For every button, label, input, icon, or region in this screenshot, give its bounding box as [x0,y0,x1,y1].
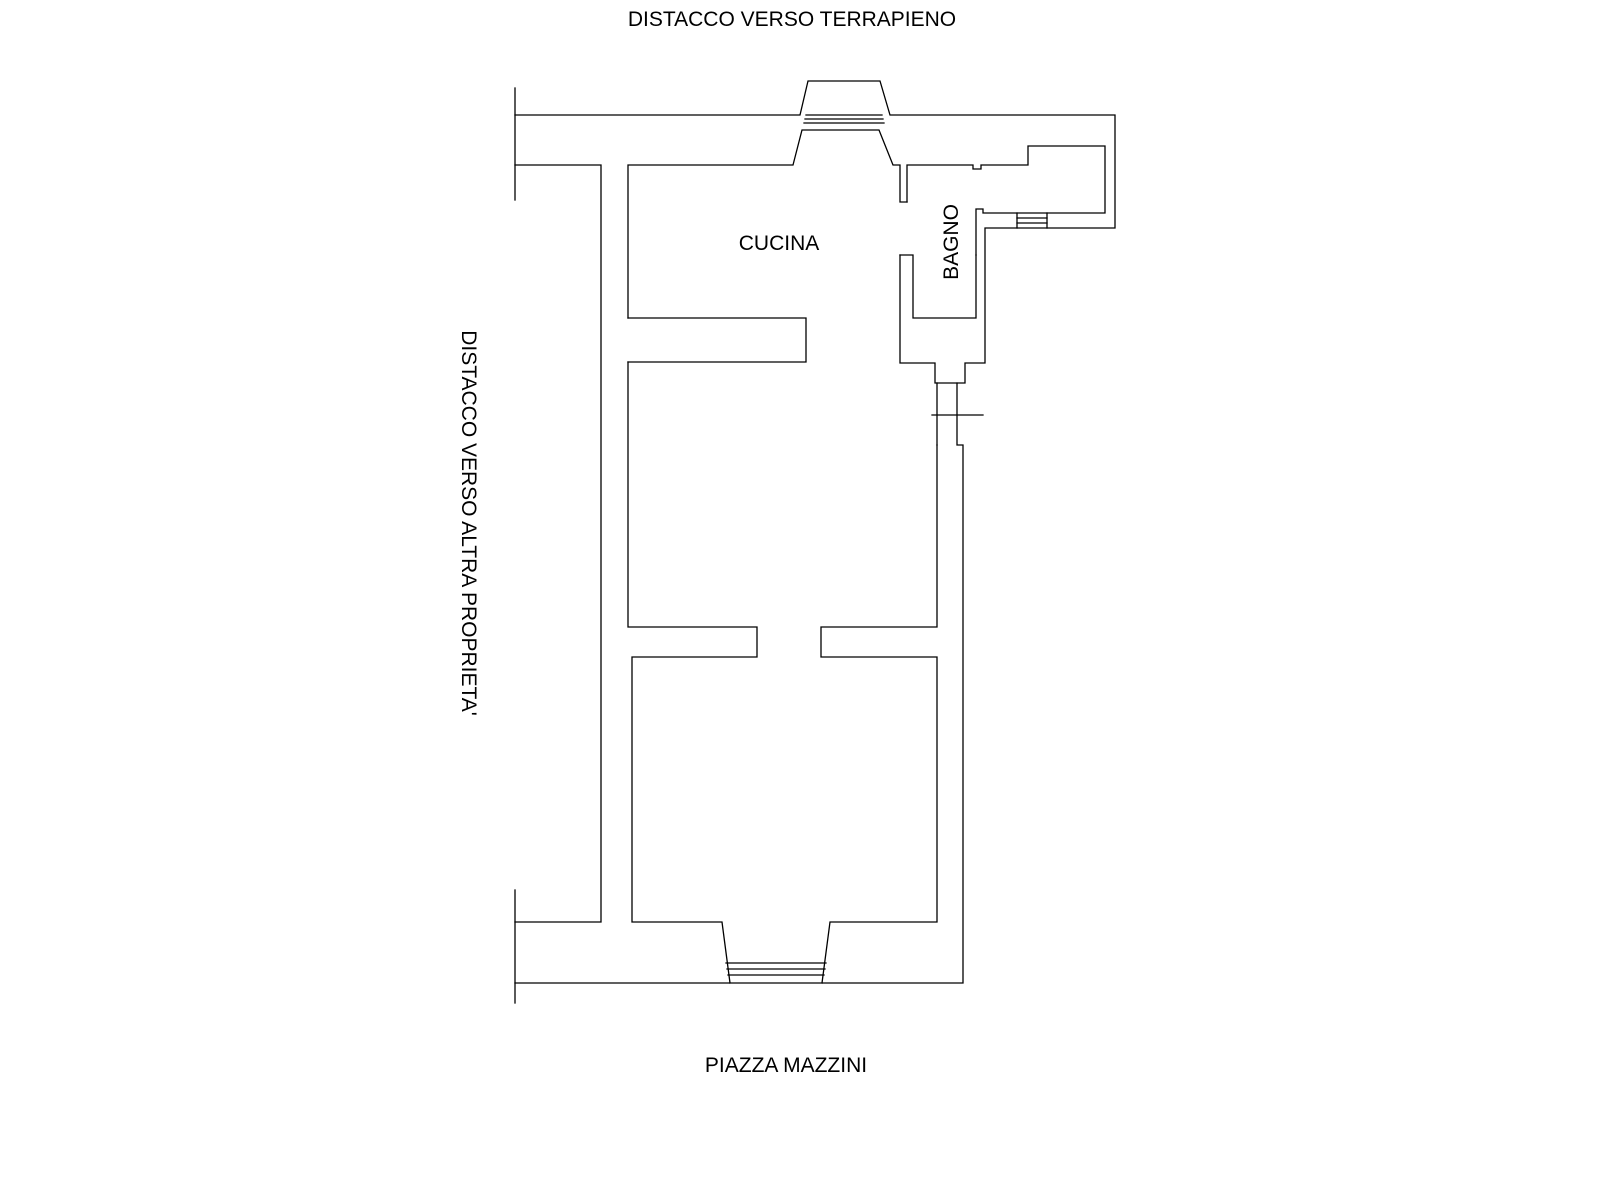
bathroom-lower [899,254,958,384]
label-bathroom: BAGNO [940,204,963,280]
middle-room-left [627,361,758,984]
bathroom-walls [899,145,1106,384]
kitchen-outline [627,129,908,319]
middle-room-walls [627,361,984,984]
label-bottom: PIAZZA MAZZINI [705,1054,867,1077]
outer-walls [514,80,1116,1004]
label-left: DISTACCO VERSO ALTRA PROPRIETA' [457,330,480,716]
kitchen-walls [627,129,908,363]
middle-room-right [820,444,938,984]
label-kitchen: CUCINA [739,232,820,255]
left-wall-inner [514,164,602,923]
top-window-icon [803,114,885,124]
bathroom-top [906,145,1106,256]
bathroom-right [899,254,977,319]
kitchen-partition [627,317,807,363]
top-wall-outer [514,80,1116,984]
bottom-window-icon [725,962,827,976]
bathroom-window-icon [1016,212,1048,229]
label-top: DISTACCO VERSO TERRAPIENO [628,8,956,31]
